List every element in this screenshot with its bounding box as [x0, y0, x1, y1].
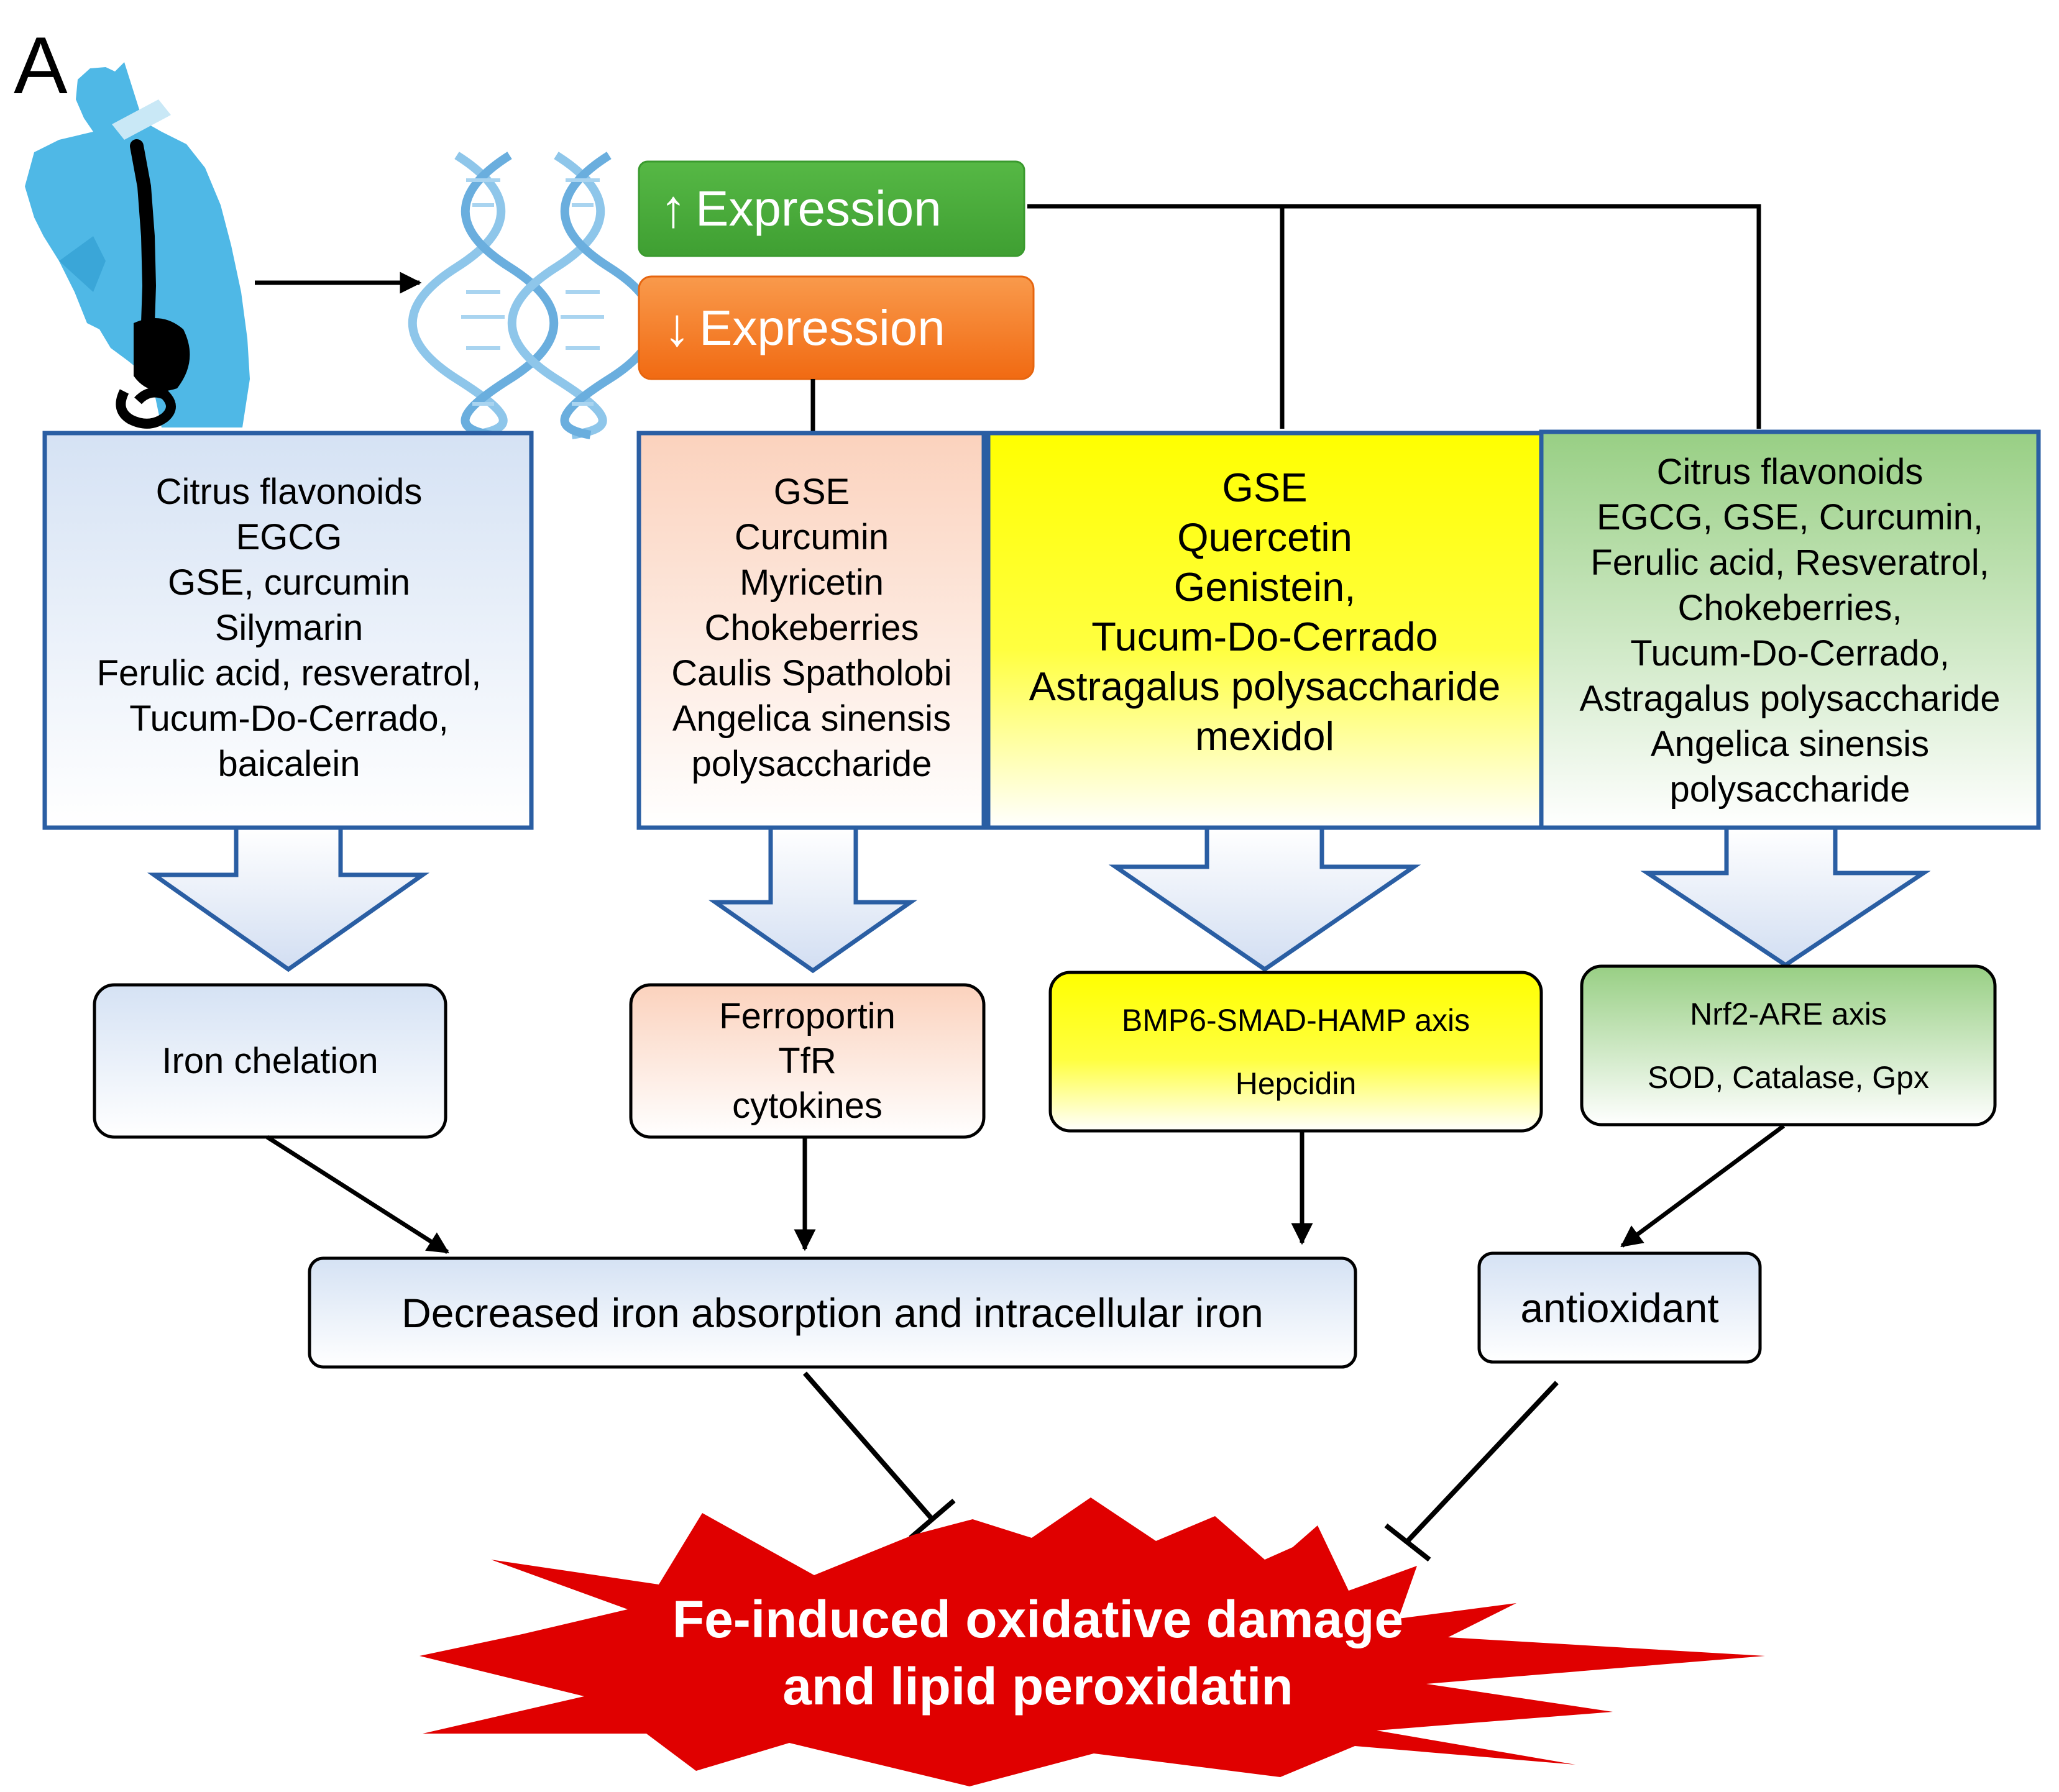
outcome-box-antioxidant: [1477, 1251, 1762, 1364]
text-line: cytokines: [732, 1085, 883, 1126]
compound-box-hepcidin: [986, 431, 1544, 830]
outcome-antioxidant-text: antioxidant: [1479, 1253, 1760, 1362]
mechanism-box-ferroportin: [629, 983, 986, 1139]
outcome-antioxidant-label: antioxidant: [1520, 1284, 1719, 1331]
mechanism-box-nrf2: [1580, 964, 1997, 1127]
inhibition-lines: [802, 1371, 1559, 1562]
text-line: GSE, curcumin: [168, 562, 410, 603]
text-line: Quercetin: [1177, 514, 1352, 560]
expression-up-box: [638, 160, 1025, 257]
text-line: Tucum-Do-Cerrado,: [129, 698, 449, 739]
text-line: mexidol: [1195, 713, 1334, 759]
text-line: TfR: [778, 1040, 837, 1081]
oxidative-damage-burst: [420, 1497, 1765, 1786]
text-line: Tucum-Do-Cerrado: [1091, 614, 1438, 659]
expression-down-text: Expression: [699, 299, 945, 355]
panel-label: A: [14, 20, 68, 111]
person-drinking-icon: [25, 62, 250, 429]
expression-connectors: [810, 204, 1761, 432]
text-line: baicalein: [218, 743, 360, 784]
down-arrow-2: [708, 825, 918, 974]
text-line: Myricetin: [739, 562, 884, 603]
burst-line-1: Fe-induced oxidative damage: [672, 1590, 1404, 1648]
expression-down-box: [638, 275, 1035, 380]
outcome-iron-text: Decreased iron absorption and intracellu…: [310, 1258, 1355, 1367]
compound-box-antioxidant: [1539, 429, 2041, 830]
text-line: Citrus flavonoids: [1656, 452, 1924, 492]
text-line: Nrf2-ARE axis: [1690, 996, 1887, 1031]
text-line: Tucum-Do-Cerrado,: [1630, 633, 1950, 674]
burst-line-2: and lipid peroxidatin: [782, 1657, 1293, 1716]
text-line: Citrus flavonoids: [155, 471, 423, 512]
text-line: EGCG: [236, 516, 342, 557]
text-line: Astragalus polysaccharide: [1029, 664, 1501, 709]
text-line: Hepcidin: [1235, 1066, 1357, 1101]
text-line: Curcumin: [734, 516, 889, 557]
down-arrow-1: [147, 825, 430, 972]
down-arrow-3: [1108, 825, 1421, 972]
text-line: Chokeberries,: [1677, 588, 1902, 628]
text-line: Caulis Spatholobi: [671, 652, 952, 693]
text-line: GSE: [1222, 465, 1308, 510]
text-line: SOD, Catalase, Gpx: [1648, 1059, 1929, 1095]
outcome-box-iron: [308, 1256, 1357, 1369]
text-line: Angelica sinensis: [672, 698, 952, 739]
dna-helix-icon: [408, 152, 658, 439]
text-line: Ferroportin: [719, 995, 896, 1036]
burst-text: Fe-induced oxidative damage and lipid pe…: [559, 1581, 1516, 1724]
text-line: Ferulic acid, resveratrol,: [96, 652, 482, 693]
text-line: Silymarin: [214, 607, 364, 648]
text-line: polysaccharide: [1669, 769, 1910, 810]
text-line: Chokeberries: [704, 607, 919, 648]
text-line: Iron chelation: [162, 1040, 378, 1081]
text-line: Genistein,: [1173, 564, 1356, 610]
expression-up-text: Expression: [695, 181, 942, 236]
up-arrow-icon: ↑: [660, 178, 687, 239]
text-line: Angelica sinensis: [1650, 724, 1930, 764]
outcome-iron-label: Decreased iron absorption and intracellu…: [401, 1289, 1263, 1336]
expression-up-label: ↑ Expression: [660, 162, 942, 256]
text-line: Ferulic acid, Resveratrol,: [1590, 542, 1989, 583]
text-line: polysaccharide: [691, 743, 932, 784]
text-line: Astragalus polysaccharide: [1579, 679, 2001, 719]
expression-down-label: ↓ Expression: [664, 277, 945, 379]
mechanism-box-bmp6: [1048, 971, 1543, 1133]
down-arrow-icon: ↓: [664, 298, 690, 357]
mechanism-text-1: Iron chelation: [94, 985, 446, 1137]
outcome-arrows: [266, 1124, 1786, 1254]
text-line: BMP6-SMAD-HAMP axis: [1121, 1002, 1470, 1038]
down-arrow-4: [1640, 825, 1931, 968]
text-line: EGCG, GSE, Curcumin,: [1596, 497, 1984, 537]
text-line: GSE: [773, 471, 850, 512]
